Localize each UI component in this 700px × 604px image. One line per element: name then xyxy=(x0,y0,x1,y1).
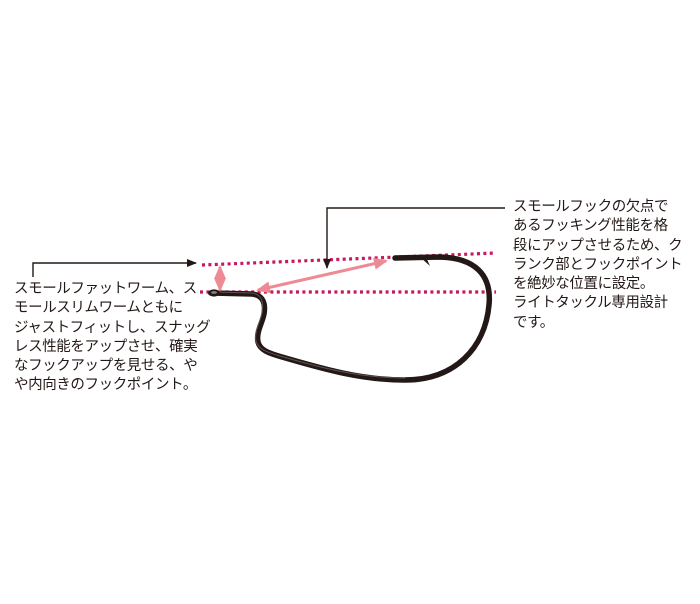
left-callout-line: なフックアップを見せる、や xyxy=(14,358,198,375)
right-callout-arrow-icon xyxy=(323,207,505,269)
left-callout-text: スモールファットワーム、ス モールスリムワームともに ジャストフィットし、スナッ… xyxy=(14,280,211,396)
right-callout-line: ライトタックル専用設計 xyxy=(513,295,668,312)
right-callout-line: あるフッキング性能を格 xyxy=(513,218,668,235)
right-callout-line: スモールフックの欠点で xyxy=(513,199,669,215)
callout-lines xyxy=(32,207,505,277)
right-callout-text: スモールフックの欠点で あるフッキング性能を格 段にアップさせるため、ク ランク… xyxy=(513,198,683,333)
dimension-arrows xyxy=(214,257,388,294)
left-callout-line: ジャストフィットし、スナッグ xyxy=(14,319,211,336)
left-callout-line: レス性能をアップさせ、確実 xyxy=(14,338,198,355)
hook-icon xyxy=(208,254,493,383)
right-callout-line: を絶妙な位置に設定。 xyxy=(513,276,654,293)
right-callout-line: です。 xyxy=(513,314,554,331)
left-callout-line: や内向きのフックポイント。 xyxy=(14,377,198,394)
barb-icon xyxy=(420,257,430,266)
left-callout-line: モールスリムワームともに xyxy=(14,300,183,317)
left-callout-arrow-icon xyxy=(32,259,197,277)
left-callout-line: スモールファットワーム、ス xyxy=(14,281,197,297)
right-callout-line: 段にアップさせるため、ク xyxy=(513,237,683,254)
right-callout-line: ランク部とフックポイント xyxy=(513,256,683,273)
crank-to-point-double-arrow-icon xyxy=(256,257,388,294)
